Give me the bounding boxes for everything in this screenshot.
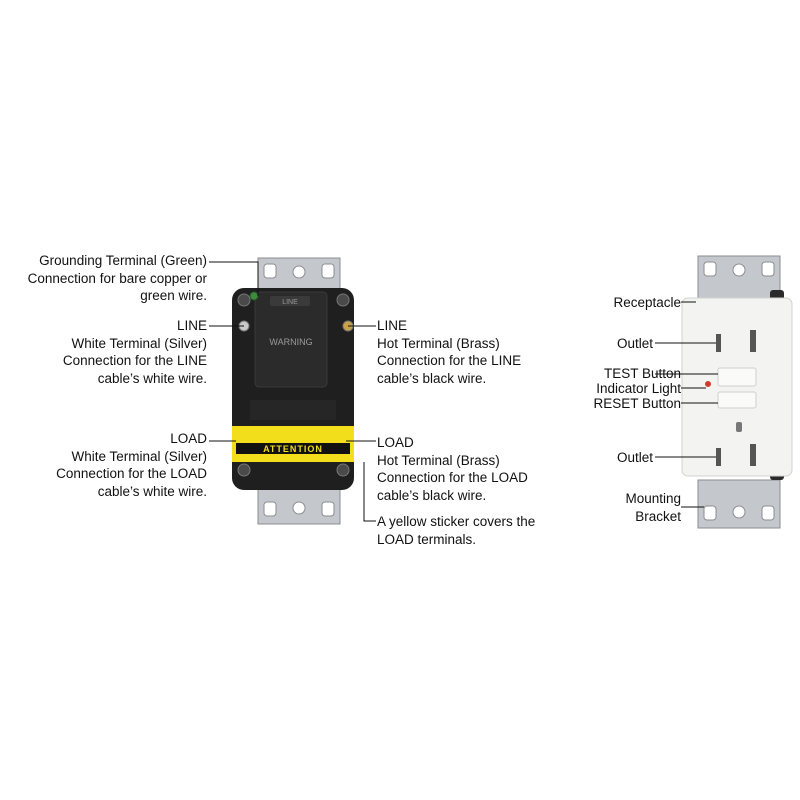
label-load-hot-terminal: LOAD Hot Terminal (Brass) Connection for… xyxy=(377,434,528,504)
receptacle-face xyxy=(681,297,793,477)
load-hot-desc-2: cable’s black wire. xyxy=(377,487,487,503)
line-hot-heading: LINE xyxy=(377,318,408,333)
line-white-heading: LINE xyxy=(176,318,207,333)
bottom-outlet xyxy=(716,422,756,466)
label-line-white-terminal: LINE White Terminal (Silver) Connection … xyxy=(63,317,207,387)
front-bottom-mounting-bracket xyxy=(697,479,781,529)
label-outlet-top: Outlet xyxy=(616,336,653,351)
line-hot-title: Hot Terminal (Brass) xyxy=(377,335,500,351)
load-terminal-sticker xyxy=(232,426,354,462)
label-indicator-light: Indicator Light xyxy=(596,381,681,396)
label-receptacle: Receptacle xyxy=(613,295,681,310)
label-grounding-terminal: Grounding Terminal (Green) Connection fo… xyxy=(28,252,207,305)
load-hot-heading: LOAD xyxy=(377,435,414,450)
sticker-desc-1: A yellow sticker covers the xyxy=(377,514,536,529)
label-outlet-bottom: Outlet xyxy=(616,450,653,465)
reset-button-shape xyxy=(717,391,757,409)
load-white-title: White Terminal (Silver) xyxy=(71,448,207,464)
label-yellow-sticker: A yellow sticker covers the LOAD termina… xyxy=(377,513,535,548)
back-top-badge-text: LINE xyxy=(282,299,298,306)
leader-lines xyxy=(209,261,718,522)
grounding-terminal-screw xyxy=(249,291,259,301)
load-white-desc-2: cable’s white wire. xyxy=(97,483,207,499)
line-white-desc-2: cable’s white wire. xyxy=(97,370,207,386)
back-view-device: ATTENTION WARNING LINE xyxy=(232,257,354,525)
line-white-desc-1: Connection for the LINE xyxy=(62,353,207,368)
load-white-desc-1: Connection for the LOAD xyxy=(56,466,207,481)
label-mounting-bracket: Mounting Bracket xyxy=(625,490,681,525)
line-hot-desc-1: Connection for the LINE xyxy=(377,353,522,368)
load-hot-desc-1: Connection for the LOAD xyxy=(377,470,528,485)
label-test-button: TEST Button xyxy=(603,366,681,381)
leader-grounding xyxy=(209,261,259,296)
test-button-shape xyxy=(717,367,757,387)
label-reset-button: RESET Button xyxy=(593,396,681,411)
line-hot-desc-2: cable’s black wire. xyxy=(377,370,487,386)
back-warning-text: WARNING xyxy=(269,337,312,347)
mounting-line-2: Bracket xyxy=(635,508,681,524)
load-white-heading: LOAD xyxy=(170,431,207,446)
back-sticker-text: ATTENTION xyxy=(263,444,323,454)
label-line-hot-terminal: LINE Hot Terminal (Brass) Connection for… xyxy=(377,317,521,387)
front-top-mounting-bracket xyxy=(697,255,781,301)
mounting-line-1: Mounting xyxy=(625,491,681,506)
indicator-light-dot xyxy=(705,381,711,387)
leader-sticker xyxy=(363,462,376,522)
load-hot-title: Hot Terminal (Brass) xyxy=(377,452,500,468)
grounding-desc-1: Connection for bare copper or xyxy=(27,270,207,286)
front-view-device xyxy=(681,255,793,529)
grounding-desc-2: green wire. xyxy=(140,288,207,303)
top-outlet xyxy=(716,330,756,352)
sticker-desc-2: LOAD terminals. xyxy=(377,531,477,547)
label-load-white-terminal: LOAD White Terminal (Silver) Connection … xyxy=(56,430,207,500)
grounding-title: Grounding Terminal (Green) xyxy=(39,253,207,268)
line-white-title: White Terminal (Silver) xyxy=(71,335,207,351)
